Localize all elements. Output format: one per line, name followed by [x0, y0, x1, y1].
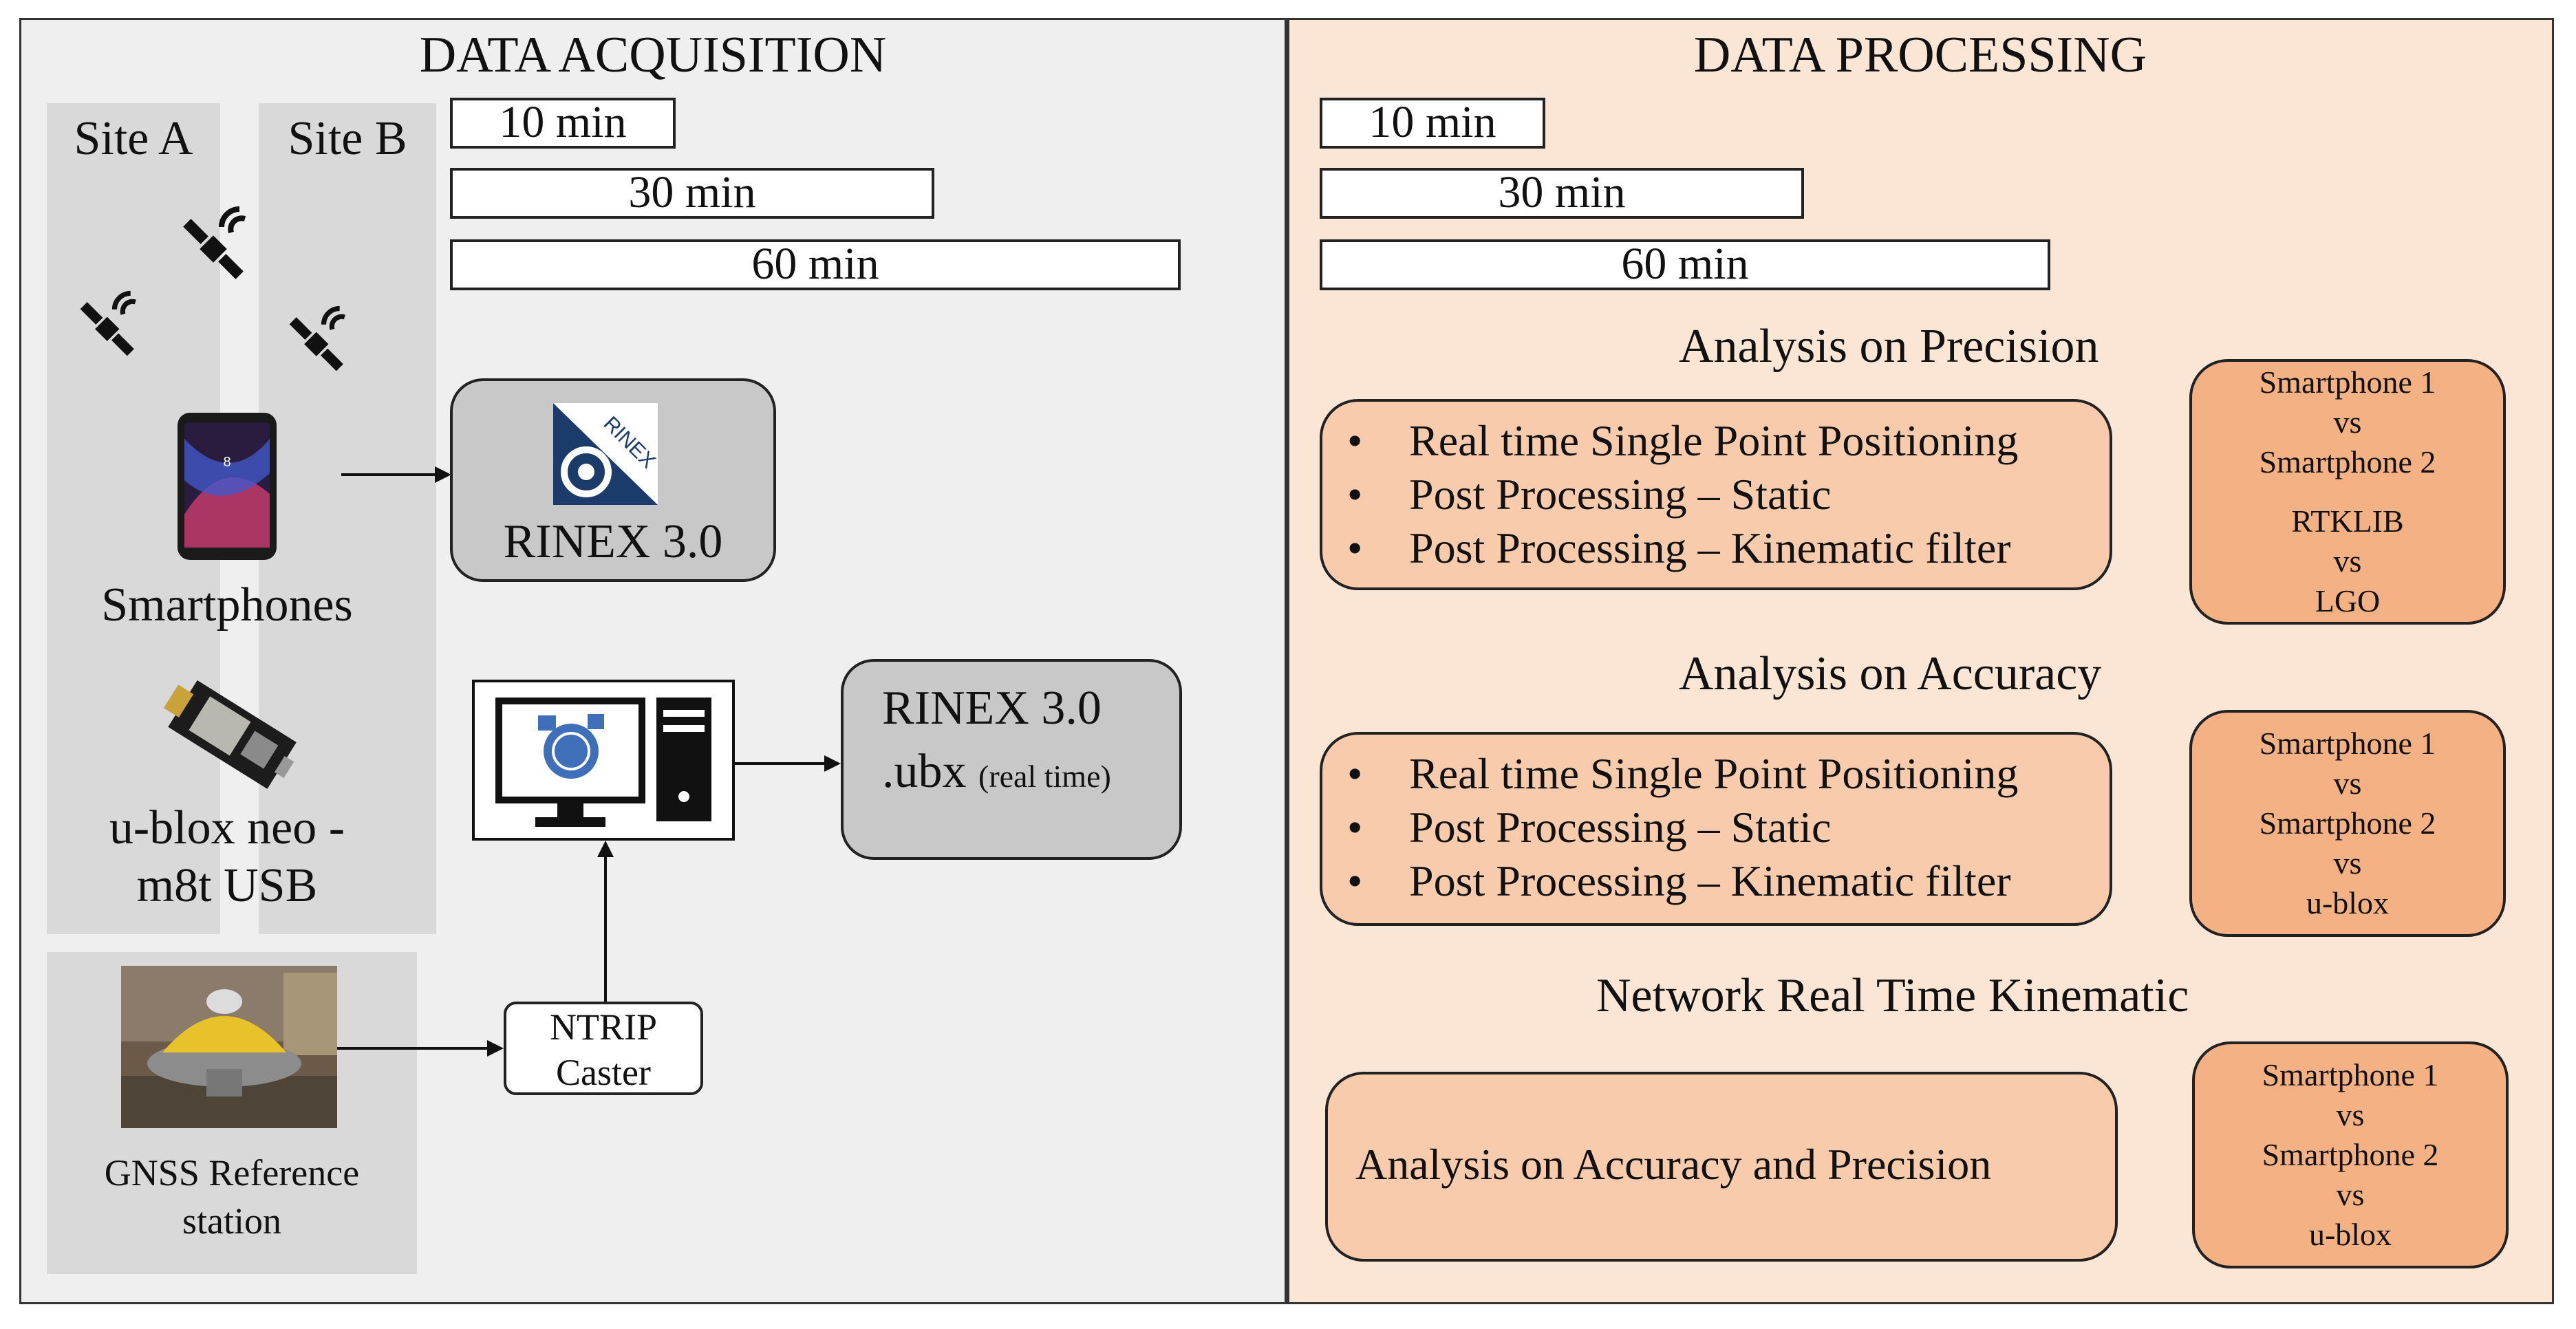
precision-title: Analysis on Precision	[1679, 320, 2099, 373]
comparison-item: vs	[2333, 404, 2362, 440]
rinex-box-label: RINEX 3.0	[503, 515, 723, 568]
gnss-line1: GNSS Reference	[104, 1152, 360, 1193]
comparison-item: Smartphone 2	[2259, 806, 2436, 841]
comparison-item: Smartphone 2	[2262, 1137, 2439, 1172]
comparison-item: Smartphone 1	[2259, 726, 2436, 761]
ublox-label-line2: m8t USB	[136, 859, 318, 912]
comparison-item: Smartphone 1	[2259, 365, 2436, 400]
comparison-item: vs	[2336, 1177, 2365, 1212]
arrow-ntrip-to-computer	[597, 841, 614, 1003]
nrtk-title: Network Real Time Kinematic	[1596, 969, 2189, 1022]
rinex-ubx-line2: .ubx (real time)	[882, 744, 1111, 799]
duration-bar-10min: 10 min	[450, 98, 676, 149]
duration-bar-30min: 30 min	[450, 168, 934, 219]
precision-method: Post Processing – Kinematic filter	[1320, 521, 2018, 575]
arrow-smartphone-to-rinex	[341, 466, 451, 483]
accuracy-method: Real time Single Point Positioning	[1320, 747, 2018, 801]
rinex-ubx-box	[841, 659, 1182, 860]
precision-methods-list: Real time Single Point Positioning Post …	[1320, 414, 2018, 575]
accuracy-methods-list: Real time Single Point Positioning Post …	[1320, 747, 2018, 908]
comparison-item: LGO	[2315, 583, 2381, 618]
satellite-icon	[80, 290, 136, 356]
accuracy-method: Post Processing – Kinematic filter	[1320, 854, 2018, 908]
satellite-icon	[289, 305, 345, 371]
comparison-item: u-blox	[2306, 885, 2390, 920]
comparison-item: RTKLIB	[2291, 504, 2404, 539]
gnss-reference-label: GNSS Reference station	[47, 1149, 417, 1245]
comparison-item: u-blox	[2308, 1217, 2392, 1252]
gnss-reference-station-photo	[121, 966, 337, 1128]
nrtk-comparison-box: Smartphone 1 vs Smartphone 2 vs u-blox	[2192, 1041, 2509, 1268]
precision-method: Post Processing – Static	[1320, 468, 2018, 521]
site-b-label: Site B	[288, 112, 407, 165]
computer-icon	[472, 680, 735, 841]
accuracy-comparison-box: Smartphone 1 vs Smartphone 2 vs u-blox	[2189, 710, 2506, 937]
processing-duration-bar-10min: 10 min	[1320, 98, 1545, 149]
smartphones-label: Smartphones	[101, 579, 353, 631]
nrtk-analysis-label: Analysis on Accuracy and Precision	[1355, 1140, 1992, 1189]
duration-bar-60min: 60 min	[450, 239, 1181, 290]
ntrip-line1: NTRIP	[549, 1006, 657, 1048]
comparison-item: vs	[2333, 543, 2362, 579]
rinex-logo-icon: RINEX	[553, 403, 660, 505]
processing-duration-bar-30min: 30 min	[1320, 168, 1804, 219]
real-time-note: (real time)	[978, 759, 1111, 794]
arrow-computer-to-ubx	[735, 755, 841, 772]
processing-title: DATA PROCESSING	[1693, 27, 2147, 83]
ublox-label-line1: u-blox neo -	[109, 801, 345, 854]
site-b-column	[259, 103, 436, 934]
site-a-label: Site A	[74, 112, 193, 165]
comparison-item: vs	[2336, 1097, 2365, 1132]
comparison-item: vs	[2333, 766, 2362, 801]
arrow-gnss-to-ntrip	[337, 1040, 504, 1057]
ublox-receiver-icon	[163, 680, 297, 789]
rinex-ubx-line1: RINEX 3.0	[882, 682, 1102, 735]
accuracy-title: Analysis on Accuracy	[1679, 647, 2102, 700]
smartphone-icon: 8	[178, 413, 277, 560]
ubx-format-label: .ubx	[882, 745, 967, 798]
ntrip-line2: Caster	[556, 1052, 651, 1093]
accuracy-method: Post Processing – Static	[1320, 801, 2018, 854]
comparison-item: Smartphone 1	[2262, 1057, 2439, 1092]
comparison-item: Smartphone 2	[2259, 444, 2436, 479]
processing-duration-bar-60min: 60 min	[1320, 239, 2050, 290]
svg-text:8: 8	[223, 455, 230, 470]
gnss-line2: station	[182, 1200, 281, 1242]
ntrip-caster-box	[504, 1002, 703, 1095]
precision-comparison-box: Smartphone 1 vs Smartphone 2 RTKLIB vs L…	[2189, 359, 2506, 625]
ntrip-caster-label: NTRIP Caster	[504, 1004, 703, 1095]
acquisition-title: DATA ACQUISITION	[419, 27, 887, 83]
nrtk-analysis-box	[1325, 1072, 2118, 1262]
precision-method: Real time Single Point Positioning	[1320, 414, 2018, 468]
satellite-icon	[183, 206, 246, 279]
comparison-item: vs	[2333, 845, 2362, 880]
